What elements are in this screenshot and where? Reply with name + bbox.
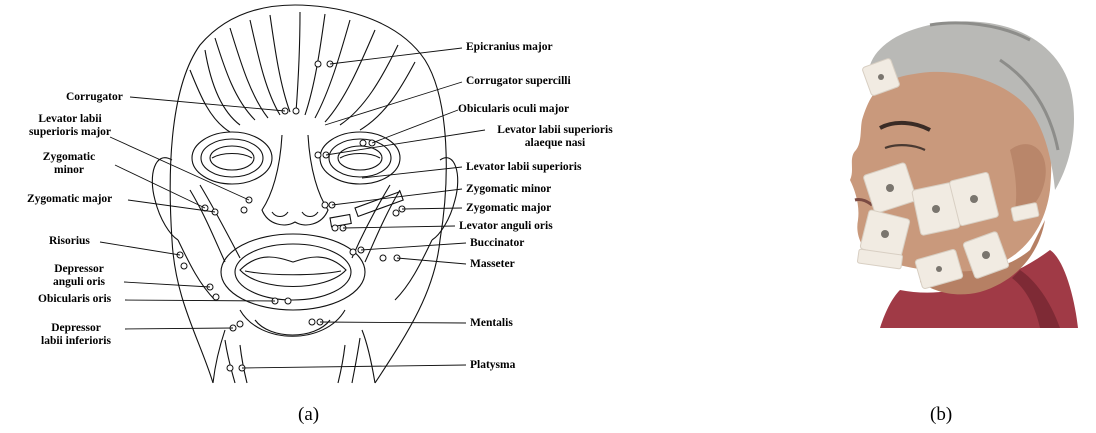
label-corrugator-supercilli: Corrugator supercilli [466, 75, 571, 88]
caption-a: (a) [298, 404, 319, 426]
label-zygomatic-major-right: Zygomatic major [466, 202, 551, 215]
left-eye-outer [192, 132, 272, 184]
label-levator-labii-alaeque-nasi: Levator labii superioris alaeque nasi [480, 124, 630, 150]
label-corrugator: Corrugator [66, 91, 123, 104]
photo-panel [850, 21, 1078, 328]
nose [262, 135, 328, 225]
label-levator-labii-superioris: Levator labii superioris [466, 161, 581, 174]
label-levator-anguli-oris: Levator anguli oris [459, 220, 553, 233]
label-levator-labii-superioris-major: Levator labii superioris major [10, 113, 130, 139]
label-zygomatic-minor-right: Zygomatic minor [466, 183, 551, 196]
label-obicularis-oculi-major: Obicularis oculi major [458, 103, 569, 116]
label-obicularis-oris: Obicularis oris [38, 293, 111, 306]
caption-b: (b) [930, 404, 952, 426]
head-outline [170, 5, 446, 383]
label-epicranius-major: Epicranius major [466, 41, 553, 54]
neck-right [362, 330, 375, 383]
label-mentalis: Mentalis [470, 317, 513, 330]
label-depressor-anguli-oris: Depressor anguli oris [34, 263, 124, 289]
right-eye-outer [320, 132, 400, 184]
lips [240, 257, 346, 287]
label-risorius: Risorius [49, 235, 90, 248]
label-zygomatic-minor-left: Zygomatic minor [24, 151, 114, 177]
label-depressor-labii-inferioris: Depressor labii inferioris [26, 322, 126, 348]
label-zygomatic-major-left: Zygomatic major [27, 193, 112, 206]
left-ear [152, 158, 178, 240]
label-platysma: Platysma [470, 359, 515, 372]
label-masseter: Masseter [470, 258, 515, 271]
label-buccinator: Buccinator [470, 237, 524, 250]
neck-left [213, 330, 225, 383]
